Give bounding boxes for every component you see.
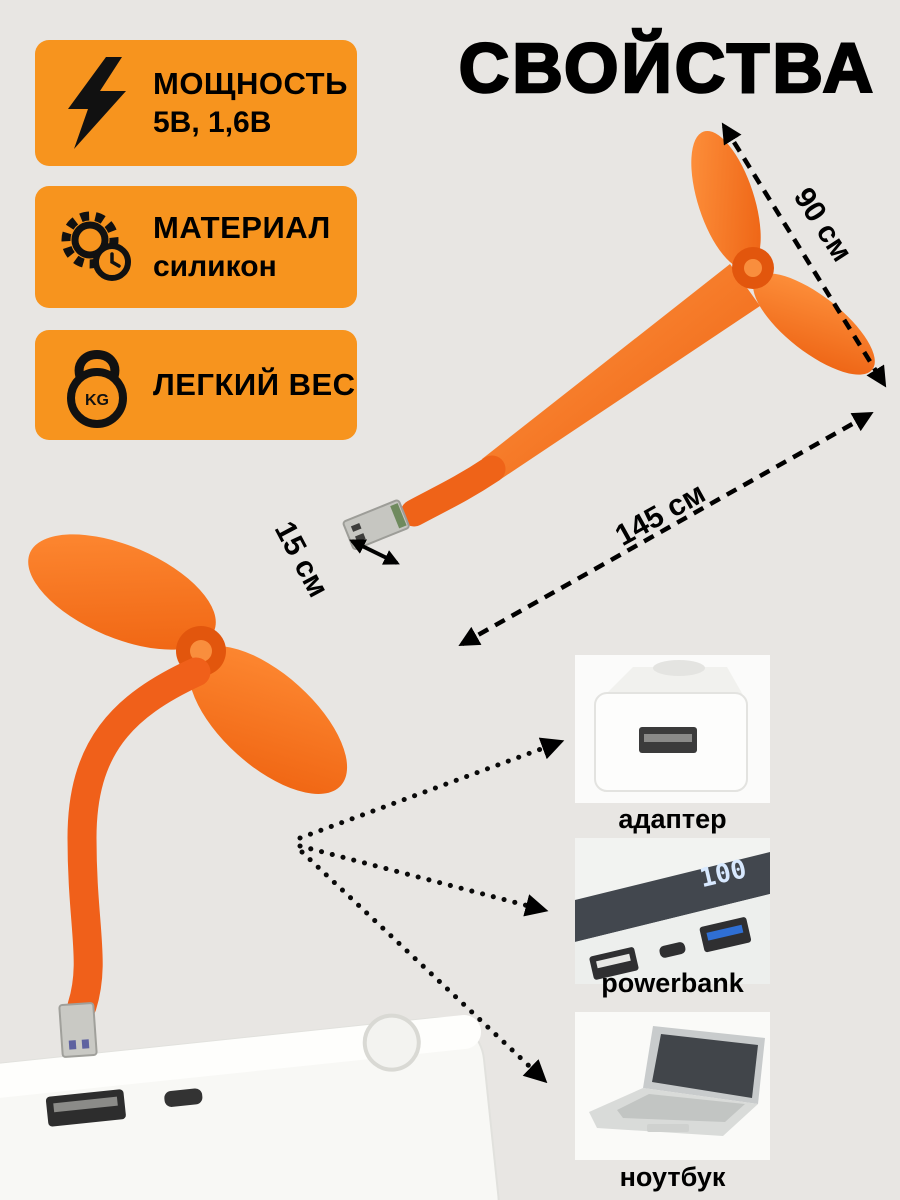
usb-connector xyxy=(58,1002,98,1058)
adapter-photo xyxy=(575,655,770,803)
page-title: СВОЙСТВА xyxy=(457,28,876,109)
laptop-photo xyxy=(575,1012,770,1160)
badge-title: ЛЕГКИЙ ВЕС xyxy=(153,366,356,402)
gear-clock-icon xyxy=(51,206,143,288)
dimension-arrow-blade-span xyxy=(721,122,887,388)
dimension-arrow-total-length xyxy=(458,411,874,647)
dotted-arrow-adapter xyxy=(297,737,565,841)
fan-body xyxy=(482,264,760,481)
thumb-adapter xyxy=(575,655,770,803)
kettlebell-kg-label: KG xyxy=(85,392,109,409)
feature-badge-material: МАТЕРИАЛ силикон xyxy=(35,186,357,308)
fan-hub-cap xyxy=(744,259,762,277)
fan-neck xyxy=(67,657,211,1021)
kettlebell-icon: KG xyxy=(51,341,143,429)
thumb-label-adapter: адаптер xyxy=(618,804,727,834)
power-button xyxy=(362,1013,421,1072)
fan-neck xyxy=(400,455,506,527)
usb-connector xyxy=(342,499,410,550)
badge-title: МАТЕРИАЛ xyxy=(153,209,331,245)
thumb-powerbank: 100 xyxy=(575,838,770,984)
lightning-icon xyxy=(51,55,143,151)
connector-arrows xyxy=(297,737,565,1084)
badge-subtitle: силикон xyxy=(153,249,277,283)
thumb-label-laptop: ноутбук xyxy=(619,1162,726,1192)
fan-hub-cap xyxy=(190,640,212,662)
micro-usb-port xyxy=(164,1088,203,1107)
dotted-arrow-powerbank xyxy=(297,843,549,917)
powerbank-product-photo xyxy=(0,1013,500,1200)
feature-badge-power: МОЩНОСТЬ 5В, 1,6В xyxy=(35,40,357,166)
fan-blade-right xyxy=(188,646,348,794)
thumb-laptop xyxy=(575,1012,770,1160)
badge-subtitle: 5В, 1,6В xyxy=(153,105,272,139)
dotted-arrow-laptop xyxy=(299,849,548,1084)
feature-badge-weight: KG ЛЕГКИЙ ВЕС xyxy=(35,330,357,440)
fan-blade-left xyxy=(28,534,216,650)
micro-usb-port xyxy=(659,942,686,958)
badge-title: МОЩНОСТЬ xyxy=(153,65,348,101)
product-photo-secondary xyxy=(28,534,348,1058)
dimension-arrow-connector xyxy=(349,539,400,565)
powerbank-photo: 100 xyxy=(575,838,770,984)
thumb-label-powerbank: powerbank xyxy=(601,968,744,998)
